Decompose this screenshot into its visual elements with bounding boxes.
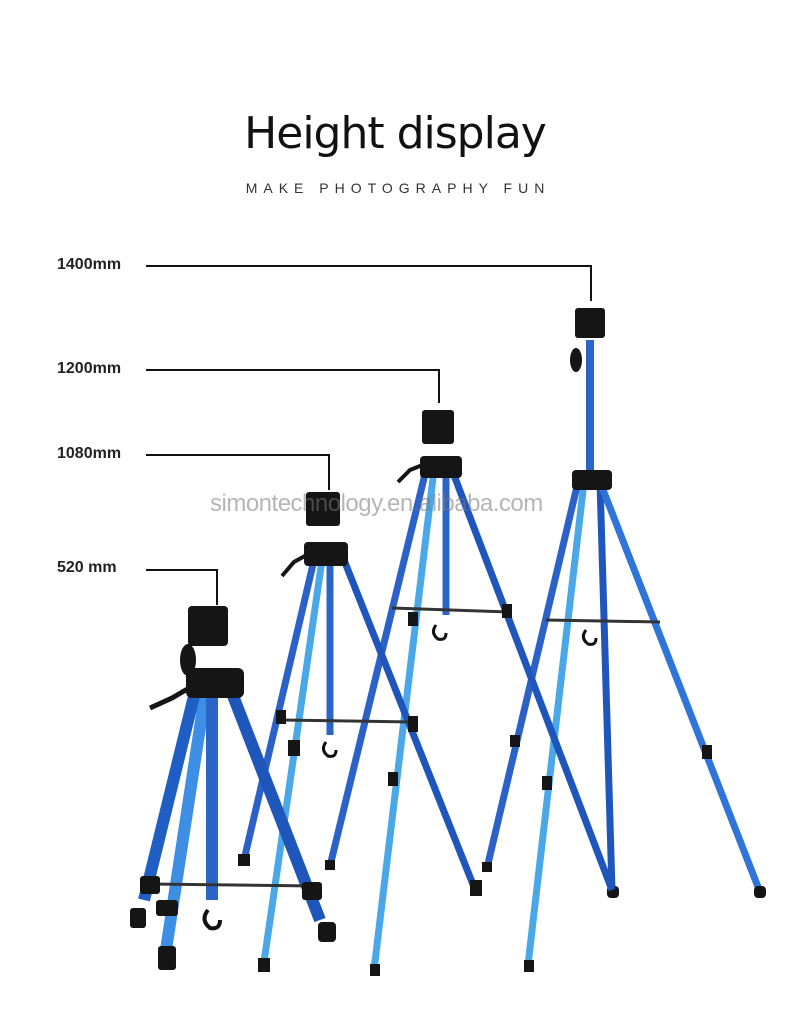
tripod-1080mm [238,492,482,972]
height-line-520 [146,569,218,571]
height-line-1080 [146,454,330,456]
height-tick-1200 [438,369,440,403]
watermark-text: simontechnology.en.alibaba.com [210,490,543,517]
page-subtitle: MAKE PHOTOGRAPHY FUN [245,180,551,196]
height-label-1080: 1080mm [57,445,122,462]
height-label-1200: 1200mm [57,360,122,377]
height-line-1200 [146,369,440,371]
height-line-1400 [146,265,592,267]
page-title: Height display [244,108,547,159]
height-tick-1400 [590,265,592,301]
height-tick-520 [216,569,218,605]
height-label-1400: 1400mm [57,256,122,273]
height-tick-1080 [328,454,330,490]
height-label-520: 520 mm [57,559,117,576]
tripod-1400mm [482,308,766,972]
tripod-520mm [130,606,336,970]
